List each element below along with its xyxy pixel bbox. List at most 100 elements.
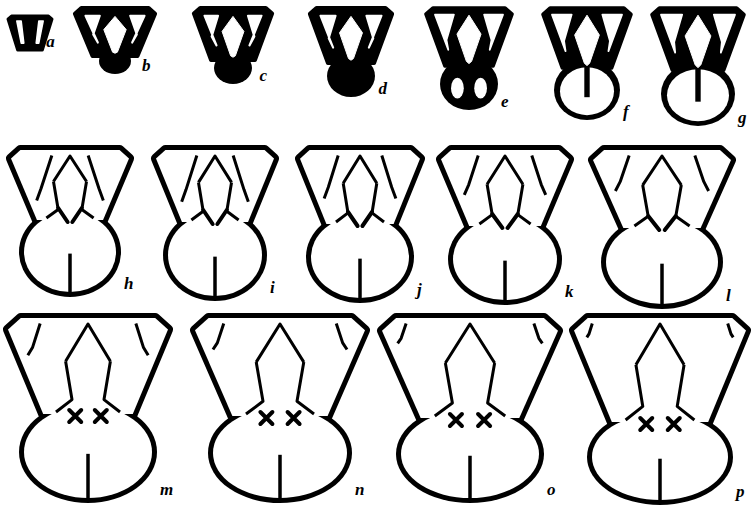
- embryo-section: [300, 150, 420, 303]
- bulb-wall: [208, 403, 352, 503]
- median-wall: [46, 182, 58, 219]
- lateral-wall: [28, 324, 40, 356]
- median-wall: [676, 185, 690, 226]
- bulb-cavity: [311, 216, 409, 298]
- bulb-cavity: [24, 212, 116, 292]
- median-cavity: [685, 15, 711, 67]
- lateral-wall: [324, 156, 338, 199]
- head-wall: [8, 318, 168, 414]
- head-wall: [194, 8, 272, 60]
- bulb-septum: [660, 264, 664, 304]
- lateral-cavity: [435, 15, 454, 50]
- neck-mark: [203, 210, 212, 224]
- figure-letter: h: [124, 275, 133, 292]
- bulb-cavity: [168, 214, 262, 296]
- median-wall: [256, 324, 304, 362]
- head-wall: [156, 150, 274, 222]
- figure-letter: k: [565, 283, 574, 300]
- lateral-cavity: [248, 16, 262, 46]
- lateral-cavity: [484, 15, 503, 50]
- neck-mark: [478, 414, 490, 426]
- neck-mark: [665, 216, 676, 230]
- lateral-wall: [213, 324, 224, 350]
- figure-letter: p: [736, 483, 745, 500]
- head-wall: [441, 150, 569, 226]
- median-wall: [435, 363, 453, 416]
- lateral-wall: [336, 324, 347, 350]
- lateral-cavity: [130, 16, 144, 43]
- median-wall: [372, 183, 384, 222]
- lateral-wall: [136, 324, 148, 356]
- median-wall: [634, 185, 648, 226]
- neck-mark: [668, 418, 680, 430]
- embryo-section: [156, 150, 274, 301]
- bulb-cavity: [213, 408, 347, 498]
- head-wall: [593, 150, 731, 228]
- figure-letter: b: [142, 57, 151, 74]
- median-wall: [343, 156, 377, 183]
- lateral-wall: [587, 324, 592, 338]
- bulb-wall: [327, 55, 375, 97]
- bulb-wall: [448, 213, 562, 305]
- embryo-section: [75, 8, 155, 74]
- head-wall: [195, 318, 365, 416]
- embryo-section: [543, 8, 631, 120]
- median-wall: [636, 324, 684, 365]
- lateral-wall: [615, 156, 629, 191]
- head-wall: [543, 8, 631, 68]
- embryo-section: [382, 318, 558, 503]
- head-wall: [574, 318, 746, 422]
- lateral-wall: [37, 156, 52, 201]
- head-wall: [11, 150, 129, 220]
- median-wall: [53, 156, 86, 182]
- lateral-wall: [532, 156, 546, 195]
- median-wall: [198, 156, 231, 182]
- head-cavity: [195, 318, 365, 416]
- bulb-septum: [658, 459, 662, 500]
- figure-letter: l: [726, 287, 731, 304]
- bulb-septum: [358, 259, 362, 298]
- figure-letter: f: [623, 103, 629, 120]
- lateral-wall: [88, 156, 103, 201]
- lateral-wall: [182, 156, 197, 202]
- bulb-wall: [163, 209, 267, 301]
- lateral-cavity: [366, 16, 381, 48]
- figure-letter: m: [160, 481, 173, 498]
- embryo-section: [8, 318, 168, 503]
- neck-mark: [95, 410, 107, 422]
- neck-mark: [492, 214, 502, 228]
- neck-mark: [362, 212, 372, 226]
- bulb-cavity: [474, 78, 487, 99]
- embryo-section: [441, 150, 569, 305]
- head-cavity: [8, 318, 168, 414]
- head-cavity: [11, 150, 129, 220]
- figure-letter: o: [547, 481, 556, 498]
- bulb-wall: [19, 401, 157, 503]
- lateral-cavity: [552, 15, 572, 52]
- lateral-wall: [464, 156, 478, 195]
- lateral-wall: [695, 156, 709, 191]
- head-wall: [652, 8, 744, 70]
- embryo-section: [652, 8, 744, 126]
- neck-mark: [508, 214, 518, 228]
- head-cavity: [382, 318, 558, 418]
- head-cavity: [156, 150, 274, 222]
- bulb-septum: [503, 261, 507, 300]
- embryo-section: [8, 16, 52, 50]
- median-wall: [246, 362, 263, 414]
- median-wall: [104, 361, 120, 412]
- figure-letter: a: [46, 33, 55, 50]
- embryo-section: [195, 318, 365, 503]
- median-wall: [336, 183, 348, 222]
- median-wall: [191, 182, 203, 220]
- head-cavity: [574, 318, 746, 422]
- lateral-wall: [534, 324, 542, 344]
- figure-letter: d: [379, 80, 388, 97]
- head-wall: [300, 150, 420, 224]
- bulb-wall: [19, 207, 121, 297]
- median-wall: [66, 324, 111, 361]
- neck-mark: [348, 212, 358, 226]
- median-wall: [487, 156, 523, 184]
- bulb-cavity: [24, 406, 152, 498]
